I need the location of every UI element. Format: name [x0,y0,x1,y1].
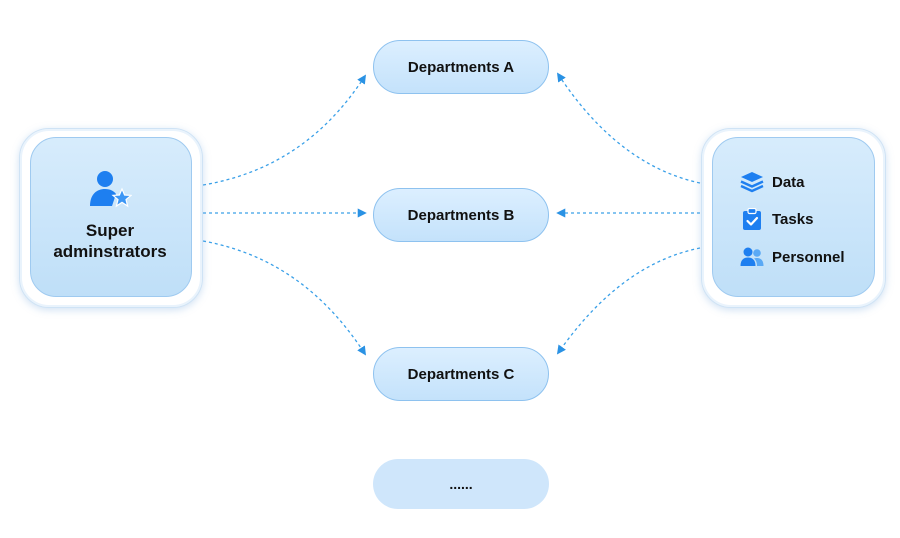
link-resources-to-c [556,247,701,355]
resource-label-data: Data [772,173,805,191]
user-star-icon [90,171,132,208]
resource-item-tasks: Tasks [740,207,813,231]
more-departments-node[interactable]: ...... [373,459,549,509]
users-icon [740,247,764,266]
resource-label-personnel: Personnel [772,248,845,266]
link-admin-to-c [202,240,366,356]
department-b-node[interactable]: Departments B [373,188,549,242]
resource-item-personnel: Personnel [740,245,845,269]
resources-node[interactable] [712,137,875,297]
clipboard-check-icon [743,208,761,230]
link-admin-to-a [202,74,366,186]
admin-node-label: Super adminstrators [30,220,190,262]
department-c-node[interactable]: Departments C [373,347,549,401]
department-a-node[interactable]: Departments A [373,40,549,94]
resource-item-data: Data [740,170,805,194]
admin-label-line1: Super [85,221,135,240]
resource-label-tasks: Tasks [772,210,814,228]
link-resources-to-a [556,72,701,184]
layers-icon [740,172,764,193]
admin-node[interactable] [30,137,192,297]
admin-label-line2: adminstrators [53,242,167,261]
